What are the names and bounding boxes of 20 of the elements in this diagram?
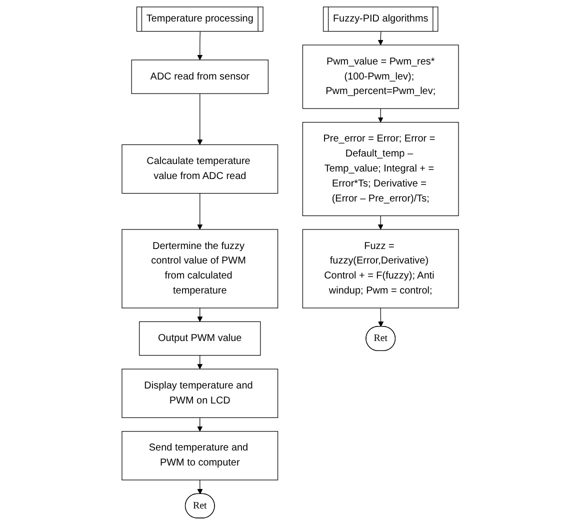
arrow [196, 417, 202, 432]
arrow [196, 308, 202, 322]
node-box: Send temperature and PWM to computer [121, 431, 278, 480]
arrow [196, 93, 202, 145]
arrow [378, 308, 384, 327]
arrow [378, 31, 384, 46]
node-box: Dertermine the fuzzy control value of PWM from calculated temperature [121, 229, 278, 308]
arrow [378, 215, 384, 230]
node-box: Pwm_value = Pwm_res*(100-Pwm_lev); Pwm_percent=Pwm_lev; [302, 44, 459, 109]
node-box: Calcaulate temperature value from ADC read [121, 144, 278, 194]
node-box: Pre_error = Error; Error = Default_temp – Temp_value; Integral + = Error*Ts; Derivative = (Error – Pre_error)/Ts; [302, 122, 459, 216]
arrow [196, 193, 202, 230]
arrow [378, 108, 384, 123]
arrow [197, 480, 202, 494]
arrow [196, 355, 202, 370]
node-box: Fuzz = fuzzy(Error,Derivative) Control + = F(fuzzy); Anti windup; Pwm = control; [302, 229, 459, 308]
node-box: Output PWM value [138, 321, 260, 356]
arrow [196, 31, 202, 60]
node-box: Display temperature and PWM on LCD [121, 368, 278, 418]
node-box: ADC read from sensor [131, 60, 268, 94]
